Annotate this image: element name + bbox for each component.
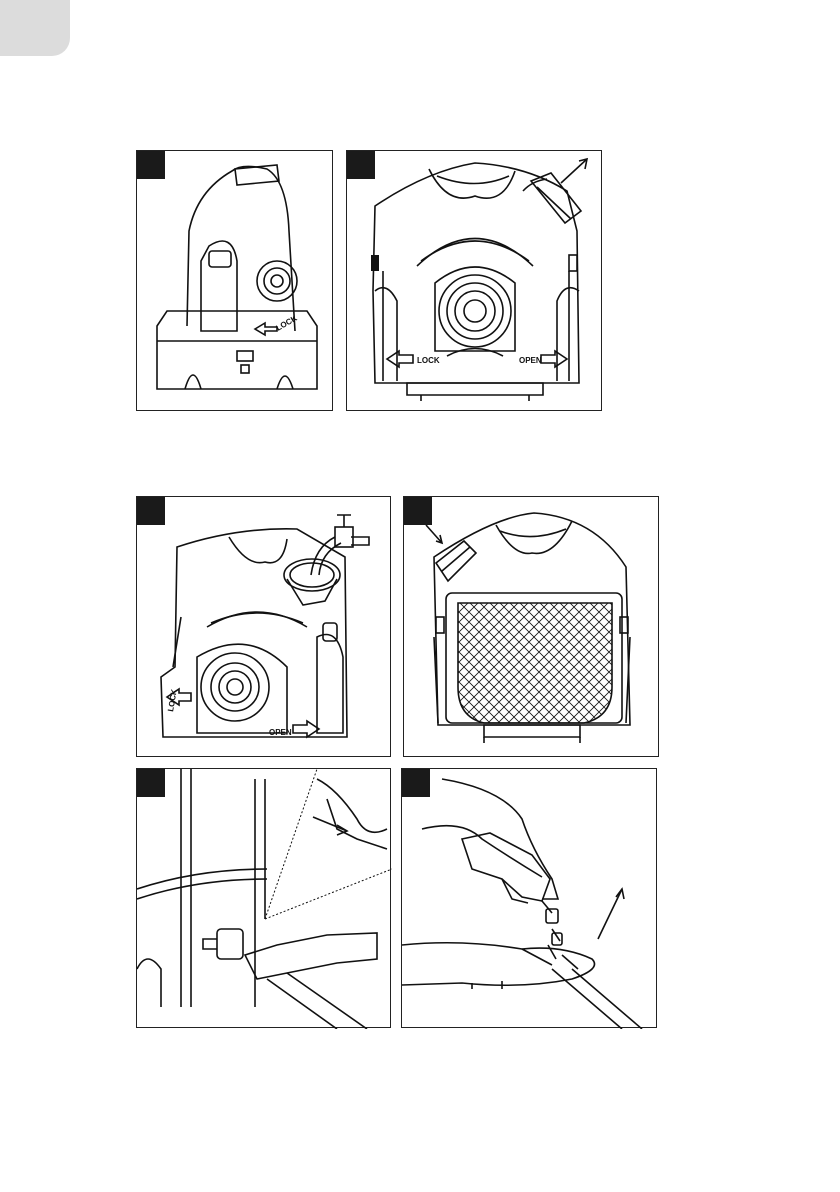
washer-on-base-illustration: LOCK [137, 151, 334, 412]
figure-panel-4 [403, 496, 659, 757]
hose-connection-illustration [137, 769, 392, 1029]
figure-panel-1: LOCK [136, 150, 333, 411]
figure-panel-6 [401, 768, 657, 1028]
open-label: OPEN [519, 356, 542, 365]
figure-panel-2: LOCK OPEN [346, 150, 602, 411]
lock-label: LOCK [417, 356, 440, 365]
washer-filling-illustration: LOCK OPEN [137, 497, 392, 758]
open-label: OPEN [269, 728, 292, 737]
spray-gun-assembly-illustration [402, 769, 658, 1029]
washer-filter-illustration [404, 497, 660, 758]
figure-panel-5 [136, 768, 391, 1028]
figure-panel-3: LOCK OPEN [136, 496, 391, 757]
page-corner-tab [0, 0, 70, 56]
lock-label: LOCK [166, 688, 179, 712]
washer-front-cap-illustration: LOCK OPEN [347, 151, 603, 412]
